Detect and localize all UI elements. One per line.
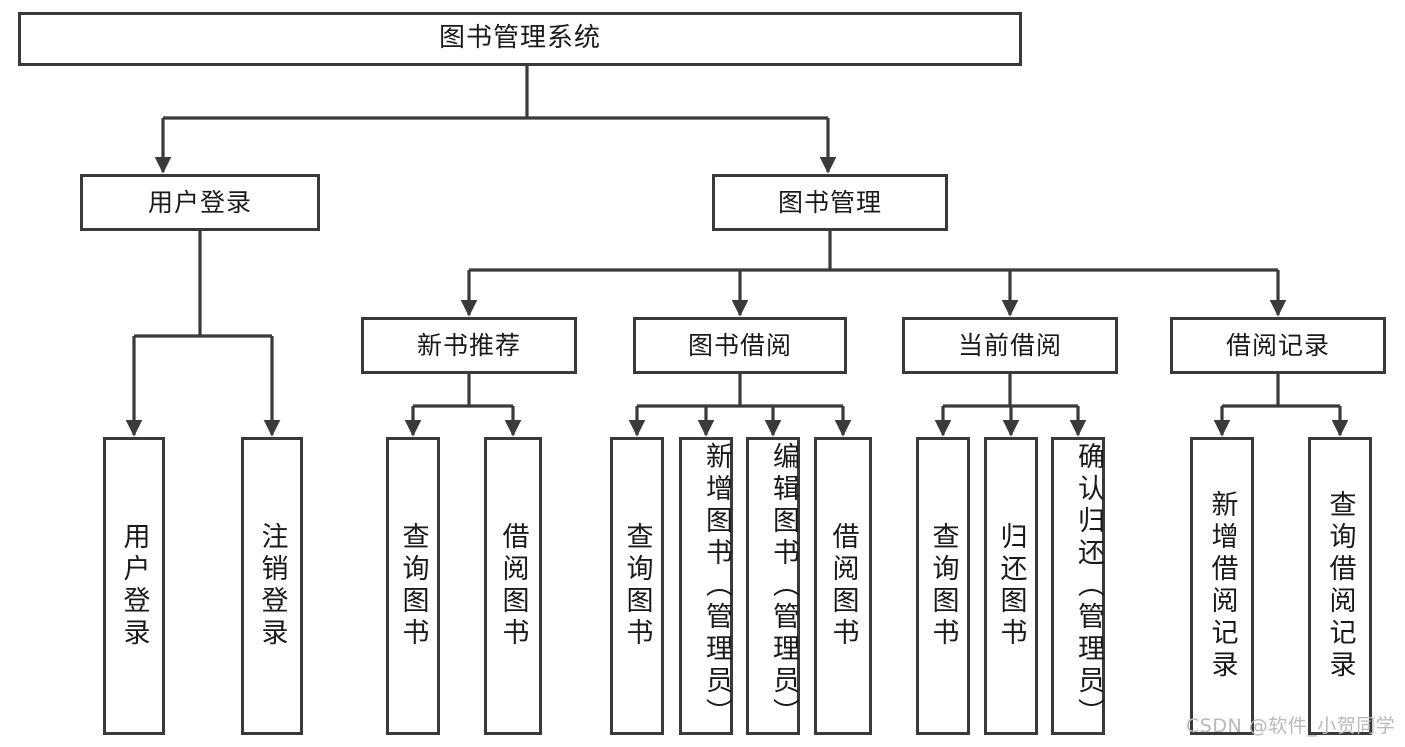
node-leaf-user-login[interactable]: 用户登录 xyxy=(103,437,165,735)
node-leaf-return-book[interactable]: 归还图书 xyxy=(984,437,1038,735)
node-user-login[interactable]: 用户登录 xyxy=(80,174,320,231)
node-book-borrow[interactable]: 图书借阅 xyxy=(633,317,847,374)
node-leaf-query-book-recommend[interactable]: 查询图书 xyxy=(386,437,440,735)
node-leaf-confirm-return-admin[interactable]: 确认归还（管理员） xyxy=(1051,437,1105,735)
node-borrow-record[interactable]: 借阅记录 xyxy=(1170,317,1386,374)
csdn-watermark: CSDN @软件_小贺同学 xyxy=(1186,715,1396,737)
node-current-borrow[interactable]: 当前借阅 xyxy=(902,317,1118,374)
node-leaf-add-book-admin[interactable]: 新增图书（管理员） xyxy=(679,437,733,735)
node-book-manage[interactable]: 图书管理 xyxy=(712,174,948,231)
node-root[interactable]: 图书管理系统 xyxy=(18,12,1022,66)
node-leaf-query-borrow-record[interactable]: 查询借阅记录 xyxy=(1308,437,1372,735)
node-new-book-recommend[interactable]: 新书推荐 xyxy=(361,317,577,374)
node-leaf-query-book-borrow[interactable]: 查询图书 xyxy=(610,437,664,735)
node-leaf-borrow-book-recommend[interactable]: 借阅图书 xyxy=(484,437,542,735)
node-leaf-borrow-book[interactable]: 借阅图书 xyxy=(814,437,872,735)
node-leaf-query-book-current[interactable]: 查询图书 xyxy=(916,437,970,735)
node-leaf-user-logout[interactable]: 注销登录 xyxy=(241,437,303,735)
node-leaf-edit-book-admin[interactable]: 编辑图书（管理员） xyxy=(746,437,800,735)
node-leaf-add-borrow-record[interactable]: 新增借阅记录 xyxy=(1190,437,1254,735)
